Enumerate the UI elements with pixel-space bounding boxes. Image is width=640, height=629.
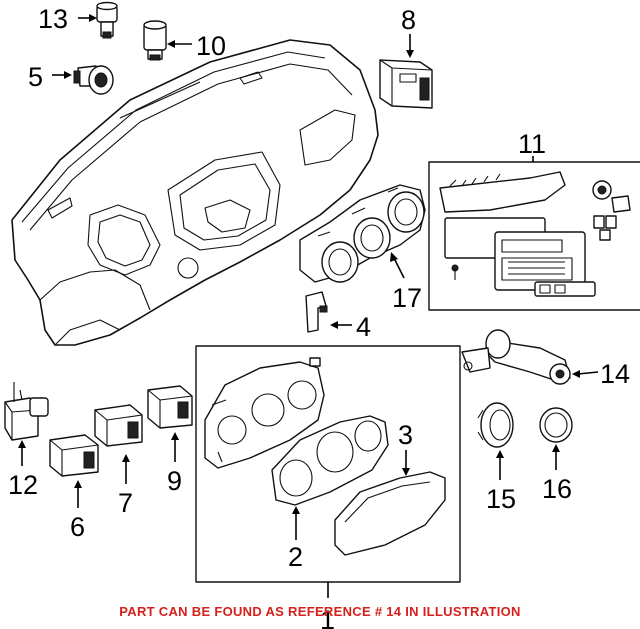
- callout-3: 3: [398, 420, 413, 450]
- callout-1: 1: [320, 605, 335, 629]
- part-14-ignition-switch: [461, 329, 571, 385]
- part-7-switch: [94, 404, 143, 447]
- callout-17: 17: [392, 283, 422, 313]
- callout-numbers: 13 10 5 8 11 17 4 14 12 6 7 9 2 3 15 16 …: [8, 4, 630, 629]
- part-9-switch: [147, 385, 193, 429]
- callout-8: 8: [401, 5, 416, 35]
- leader-arrows: [18, 14, 599, 598]
- part-15-key-ring: [477, 402, 514, 448]
- callout-9: 9: [167, 466, 182, 496]
- part-1-instrument-cluster: [204, 357, 325, 469]
- part-10-switch: [143, 20, 167, 61]
- part-8-switch-block: [379, 59, 433, 109]
- part-4-bracket: [305, 291, 328, 333]
- part-6-switch: [49, 434, 99, 477]
- part-17-heater-control: [299, 184, 426, 283]
- part-3-lens: [334, 471, 446, 556]
- part-2-bezel: [271, 415, 389, 506]
- part-5-plug: [73, 65, 114, 95]
- part-12-switch: [4, 382, 49, 441]
- footer-note: PART CAN BE FOUND AS REFERENCE # 14 IN I…: [119, 604, 521, 619]
- callout-13: 13: [38, 4, 68, 34]
- callout-11: 11: [518, 129, 546, 159]
- dashboard-panel: [11, 39, 379, 346]
- callout-2: 2: [288, 542, 303, 572]
- callout-5: 5: [28, 62, 43, 92]
- callout-7: 7: [118, 488, 133, 518]
- part-11-box: [428, 161, 640, 311]
- callout-4: 4: [356, 312, 371, 342]
- callout-12: 12: [8, 470, 38, 500]
- part-16-ring: [539, 407, 573, 443]
- callout-6: 6: [70, 512, 85, 542]
- callout-16: 16: [542, 474, 572, 504]
- part-13-switch: [96, 1, 118, 39]
- callout-14: 14: [600, 359, 630, 389]
- callout-10: 10: [196, 31, 226, 61]
- callout-15: 15: [486, 484, 516, 514]
